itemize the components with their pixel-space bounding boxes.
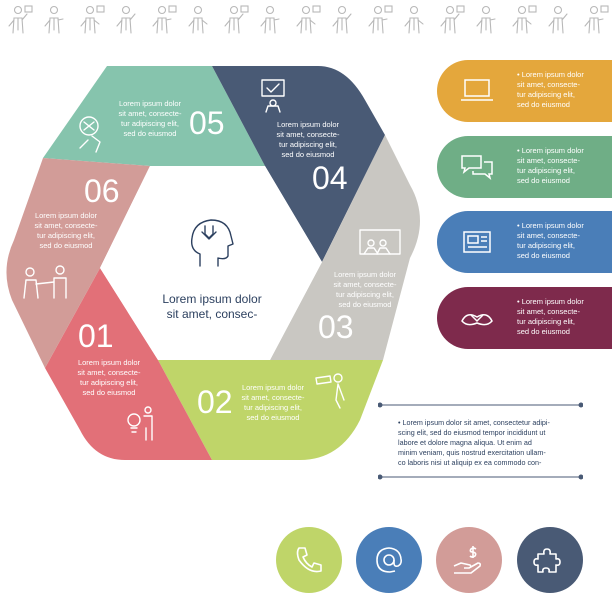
gears-icon xyxy=(296,5,321,34)
info-pill-laptop[interactable]: • Lorem ipsum dolor sit amet, consecte- … xyxy=(437,60,612,122)
segment-number-06: 06 xyxy=(84,173,120,209)
puzzle-piece-icon xyxy=(533,548,561,573)
money-circle[interactable] xyxy=(436,527,502,593)
lightbulb-person-icon xyxy=(127,406,153,441)
speech-person-icon xyxy=(368,5,393,34)
info-pill-handshake[interactable]: • Lorem ipsum dolor sit amet, consecte- … xyxy=(437,287,612,349)
email-circle[interactable] xyxy=(356,527,422,593)
thinking-person-icon xyxy=(332,5,352,34)
search-person-icon xyxy=(548,5,568,34)
segment-02-shape[interactable] xyxy=(158,360,383,460)
business-people-icon xyxy=(260,5,280,34)
pill-text-4: • Lorem ipsum dolor sit amet, consecte- … xyxy=(517,297,584,336)
phone-circle[interactable] xyxy=(276,527,342,593)
telescope-person-icon xyxy=(584,5,609,34)
chat-bubbles-icon xyxy=(461,155,493,180)
brainstorm-icon xyxy=(8,5,33,34)
teamwork-icon xyxy=(440,5,465,34)
hexagon-cycle-diagram xyxy=(6,66,420,460)
segment-number-02: 02 xyxy=(197,384,233,420)
segment-04-shape[interactable] xyxy=(212,66,385,262)
head-download-icon xyxy=(190,219,234,267)
segment-text-05: Lorem ipsum dolor sit amet, consecte- tu… xyxy=(118,99,182,138)
walking-person-icon xyxy=(116,5,136,34)
segment-number-04: 04 xyxy=(312,160,348,196)
checklist-person-icon xyxy=(261,79,285,113)
top-icon-strip xyxy=(8,5,609,34)
segment-number-03: 03 xyxy=(318,309,354,345)
laptop-icon xyxy=(461,79,493,101)
growth-chart-icon xyxy=(188,5,208,34)
idea-person-icon xyxy=(80,5,105,34)
newspaper-icon xyxy=(463,231,491,253)
handshake-icon xyxy=(461,314,493,326)
segment-text-01: Lorem ipsum dolor sit amet, consecte- tu… xyxy=(77,358,141,397)
segment-text-06: Lorem ipsum dolor sit amet, consecte- tu… xyxy=(34,211,98,250)
note-divider-lines xyxy=(378,402,583,480)
info-pill-news[interactable]: • Lorem ipsum dolor sit amet, consecte- … xyxy=(437,211,612,273)
stressed-person-icon xyxy=(79,116,101,153)
segment-text-04: Lorem ipsum dolor sit amet, consecte- tu… xyxy=(276,120,340,159)
note-block: • Lorem ipsum dolor sit amet, consectetu… xyxy=(378,400,583,480)
puzzle-circle[interactable] xyxy=(517,527,583,593)
at-sign-icon xyxy=(376,547,402,573)
segment-text-03: Lorem ipsum dolor sit amet, consecte- tu… xyxy=(333,270,397,309)
location-person-icon xyxy=(512,5,537,34)
phone-icon xyxy=(296,547,322,573)
presentation-icon xyxy=(359,229,401,255)
pill-text-3: • Lorem ipsum dolor sit amet, consecte- … xyxy=(517,221,584,260)
pill-text-1: • Lorem ipsum dolor sit amet, consecte- … xyxy=(517,70,584,109)
puzzle-people-icon xyxy=(23,265,67,299)
segment-06-shape[interactable] xyxy=(6,158,151,368)
gift-person-icon xyxy=(44,5,64,34)
center-hexagon xyxy=(100,166,322,360)
team-icon xyxy=(152,5,177,34)
segment-number-05: 05 xyxy=(189,105,225,141)
gear-head-icon xyxy=(476,5,496,34)
meeting-board-icon xyxy=(224,5,249,34)
info-pill-chat[interactable]: • Lorem ipsum dolor sit amet, consecte- … xyxy=(437,136,612,198)
center-title: Lorem ipsum dolor sit amet, consec- xyxy=(162,292,262,321)
segment-number-01: 01 xyxy=(78,318,114,354)
segment-text-02: Lorem ipsum dolor sit amet, consecte- tu… xyxy=(241,383,305,422)
hand-dollar-icon xyxy=(453,546,482,574)
group-icon xyxy=(404,5,424,34)
note-text: • Lorem ipsum dolor sit amet, consectetu… xyxy=(398,418,550,467)
segment-01-shape[interactable] xyxy=(45,268,212,460)
pill-text-2: • Lorem ipsum dolor sit amet, consecte- … xyxy=(517,146,584,185)
binoculars-person-icon xyxy=(315,373,345,409)
segment-03-shape[interactable] xyxy=(270,135,420,360)
